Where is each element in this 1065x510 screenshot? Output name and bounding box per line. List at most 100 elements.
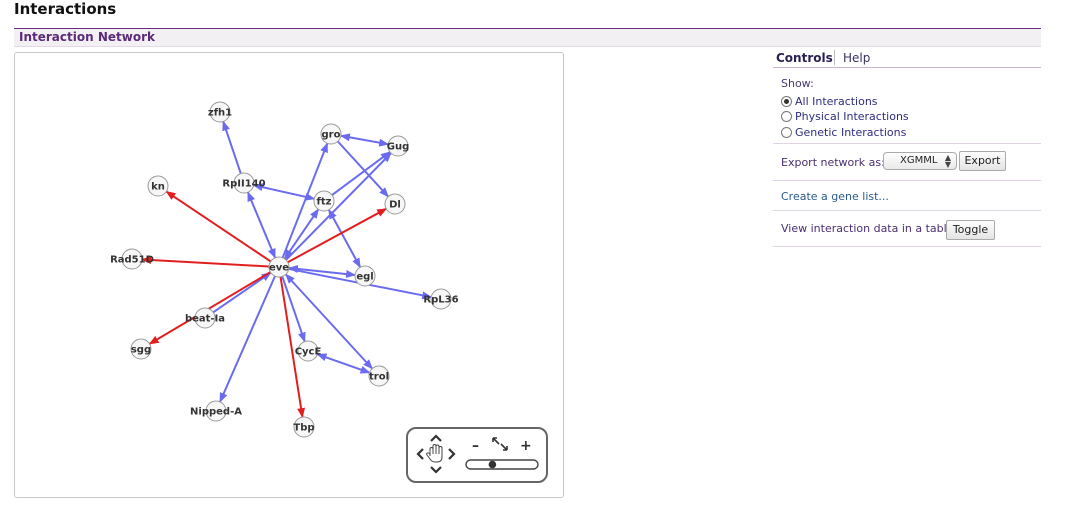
controls-tabs: Controls Help bbox=[773, 48, 1041, 68]
node-Tbp[interactable]: Tbp bbox=[293, 416, 315, 438]
node-circle[interactable] bbox=[387, 135, 409, 157]
node-label: eve bbox=[269, 263, 289, 274]
node-ftz[interactable]: ftz bbox=[313, 190, 335, 212]
radio-button[interactable] bbox=[781, 126, 792, 138]
edge-eve-beat-Ia[interactable] bbox=[212, 271, 272, 314]
node-circle[interactable] bbox=[384, 193, 406, 215]
edge-eve-sgg[interactable] bbox=[148, 271, 271, 345]
node-RpL36[interactable]: RpL36 bbox=[423, 288, 459, 310]
edge-eve-Nipped-A[interactable] bbox=[219, 275, 276, 403]
node-circle[interactable] bbox=[194, 307, 216, 329]
node-eve[interactable]: eve bbox=[268, 256, 290, 278]
navigation-panel[interactable]: – + bbox=[406, 427, 548, 483]
node-circle[interactable] bbox=[313, 190, 335, 212]
node-circle[interactable] bbox=[430, 288, 452, 310]
edge-RpII140-ftz[interactable] bbox=[252, 183, 316, 201]
zoom-slider-track[interactable] bbox=[465, 459, 539, 470]
edge-eve-trol[interactable] bbox=[285, 273, 373, 370]
title-divider bbox=[14, 28, 1041, 29]
section-title: Interaction Network bbox=[19, 30, 155, 44]
export-section: Export network as: XGMML ▲▼ Export bbox=[773, 144, 1041, 181]
gene-list-section: Create a gene list... bbox=[773, 181, 1041, 211]
edge-ftz-Gug[interactable] bbox=[331, 151, 391, 196]
zoom-out-button[interactable]: – bbox=[472, 438, 479, 454]
node-beat-Ia[interactable]: beat-Ia bbox=[185, 307, 225, 329]
radio-all-interactions[interactable]: All Interactions bbox=[781, 94, 878, 108]
fit-to-screen-icon[interactable] bbox=[492, 437, 508, 451]
pan-down-icon[interactable] bbox=[430, 466, 442, 474]
zoom-slider-thumb[interactable] bbox=[488, 460, 497, 469]
node-label: Gug bbox=[387, 142, 410, 153]
controls-panel: Controls Help Show: All Interactions Phy… bbox=[773, 48, 1041, 247]
node-circle[interactable] bbox=[209, 101, 231, 123]
show-label: Show: bbox=[781, 77, 814, 90]
edge-CycE-trol[interactable] bbox=[316, 353, 371, 374]
edge-eve-ftz[interactable] bbox=[283, 208, 320, 260]
node-CycE[interactable]: CycE bbox=[295, 340, 322, 362]
node-circle[interactable] bbox=[368, 365, 390, 387]
radio-button[interactable] bbox=[781, 110, 792, 122]
node-label: trol bbox=[369, 372, 389, 383]
node-circle[interactable] bbox=[147, 175, 169, 197]
radio-label: Genetic Interactions bbox=[795, 125, 907, 139]
node-zfh1[interactable]: zfh1 bbox=[208, 101, 232, 123]
table-view-label: View interaction data in a table bbox=[781, 222, 954, 235]
radio-button[interactable] bbox=[781, 95, 792, 107]
edge-eve-Tbp[interactable] bbox=[279, 276, 306, 419]
pan-left-icon[interactable] bbox=[416, 448, 424, 460]
radio-label: Physical Interactions bbox=[795, 109, 909, 123]
edge-eve-Rad51D[interactable] bbox=[140, 256, 270, 268]
node-label: kn bbox=[151, 182, 165, 193]
node-kn[interactable]: kn bbox=[147, 175, 169, 197]
edge-ftz-egl[interactable] bbox=[327, 208, 362, 269]
select-arrows-icon: ▲▼ bbox=[944, 153, 951, 169]
pan-right-icon[interactable] bbox=[448, 448, 456, 460]
pan-up-icon[interactable] bbox=[430, 434, 442, 442]
node-trol[interactable]: trol bbox=[368, 365, 390, 387]
node-circle[interactable] bbox=[293, 416, 315, 438]
node-sgg[interactable]: sgg bbox=[130, 338, 152, 360]
node-circle[interactable] bbox=[121, 248, 143, 270]
node-circle[interactable] bbox=[268, 256, 290, 278]
edge-eve-RpII140[interactable] bbox=[246, 191, 277, 259]
node-circle[interactable] bbox=[233, 172, 255, 194]
node-circle[interactable] bbox=[205, 400, 227, 422]
node-label: RpL36 bbox=[423, 295, 458, 306]
section-header: Interaction Network bbox=[14, 29, 1041, 47]
export-format-select[interactable]: XGMML ▲▼ bbox=[883, 152, 957, 170]
tab-help[interactable]: Help bbox=[843, 51, 871, 65]
radio-physical-interactions[interactable]: Physical Interactions bbox=[781, 109, 909, 123]
edge-gro-Gug[interactable] bbox=[339, 133, 390, 147]
create-gene-list-link[interactable]: Create a gene list... bbox=[781, 190, 889, 203]
toggle-table-button[interactable]: Toggle bbox=[946, 220, 995, 240]
tab-controls[interactable]: Controls bbox=[776, 51, 833, 65]
node-RpII140[interactable]: RpII140 bbox=[222, 172, 266, 194]
node-Nipped-A[interactable]: Nipped-A bbox=[190, 400, 242, 422]
node-Rad51D[interactable]: Rad51D bbox=[110, 248, 154, 270]
edge-RpII140-zfh1[interactable] bbox=[222, 120, 242, 174]
node-Gug[interactable]: Gug bbox=[387, 135, 410, 157]
node-label: Nipped-A bbox=[190, 407, 242, 418]
page-title: Interactions bbox=[14, 0, 117, 18]
node-gro[interactable]: gro bbox=[320, 123, 342, 145]
edge-gro-Dl[interactable] bbox=[337, 140, 389, 198]
node-Dl[interactable]: Dl bbox=[384, 193, 406, 215]
node-label: sgg bbox=[131, 345, 151, 356]
pan-control[interactable] bbox=[416, 434, 456, 474]
zoom-in-button[interactable]: + bbox=[520, 438, 532, 454]
table-view-section: View interaction data in a table Toggle bbox=[773, 211, 1041, 247]
node-circle[interactable] bbox=[320, 123, 342, 145]
export-button[interactable]: Export bbox=[959, 151, 1006, 171]
edge-eve-kn[interactable] bbox=[165, 190, 272, 263]
radio-genetic-interactions[interactable]: Genetic Interactions bbox=[781, 125, 906, 139]
edge-eve-Dl[interactable] bbox=[287, 207, 388, 264]
node-circle[interactable] bbox=[354, 265, 376, 287]
node-circle[interactable] bbox=[130, 338, 152, 360]
hand-pan-icon[interactable] bbox=[426, 443, 443, 463]
radio-label: All Interactions bbox=[795, 94, 878, 108]
node-label: RpII140 bbox=[222, 179, 265, 190]
node-circle[interactable] bbox=[297, 340, 319, 362]
node-egl[interactable]: egl bbox=[354, 265, 376, 287]
